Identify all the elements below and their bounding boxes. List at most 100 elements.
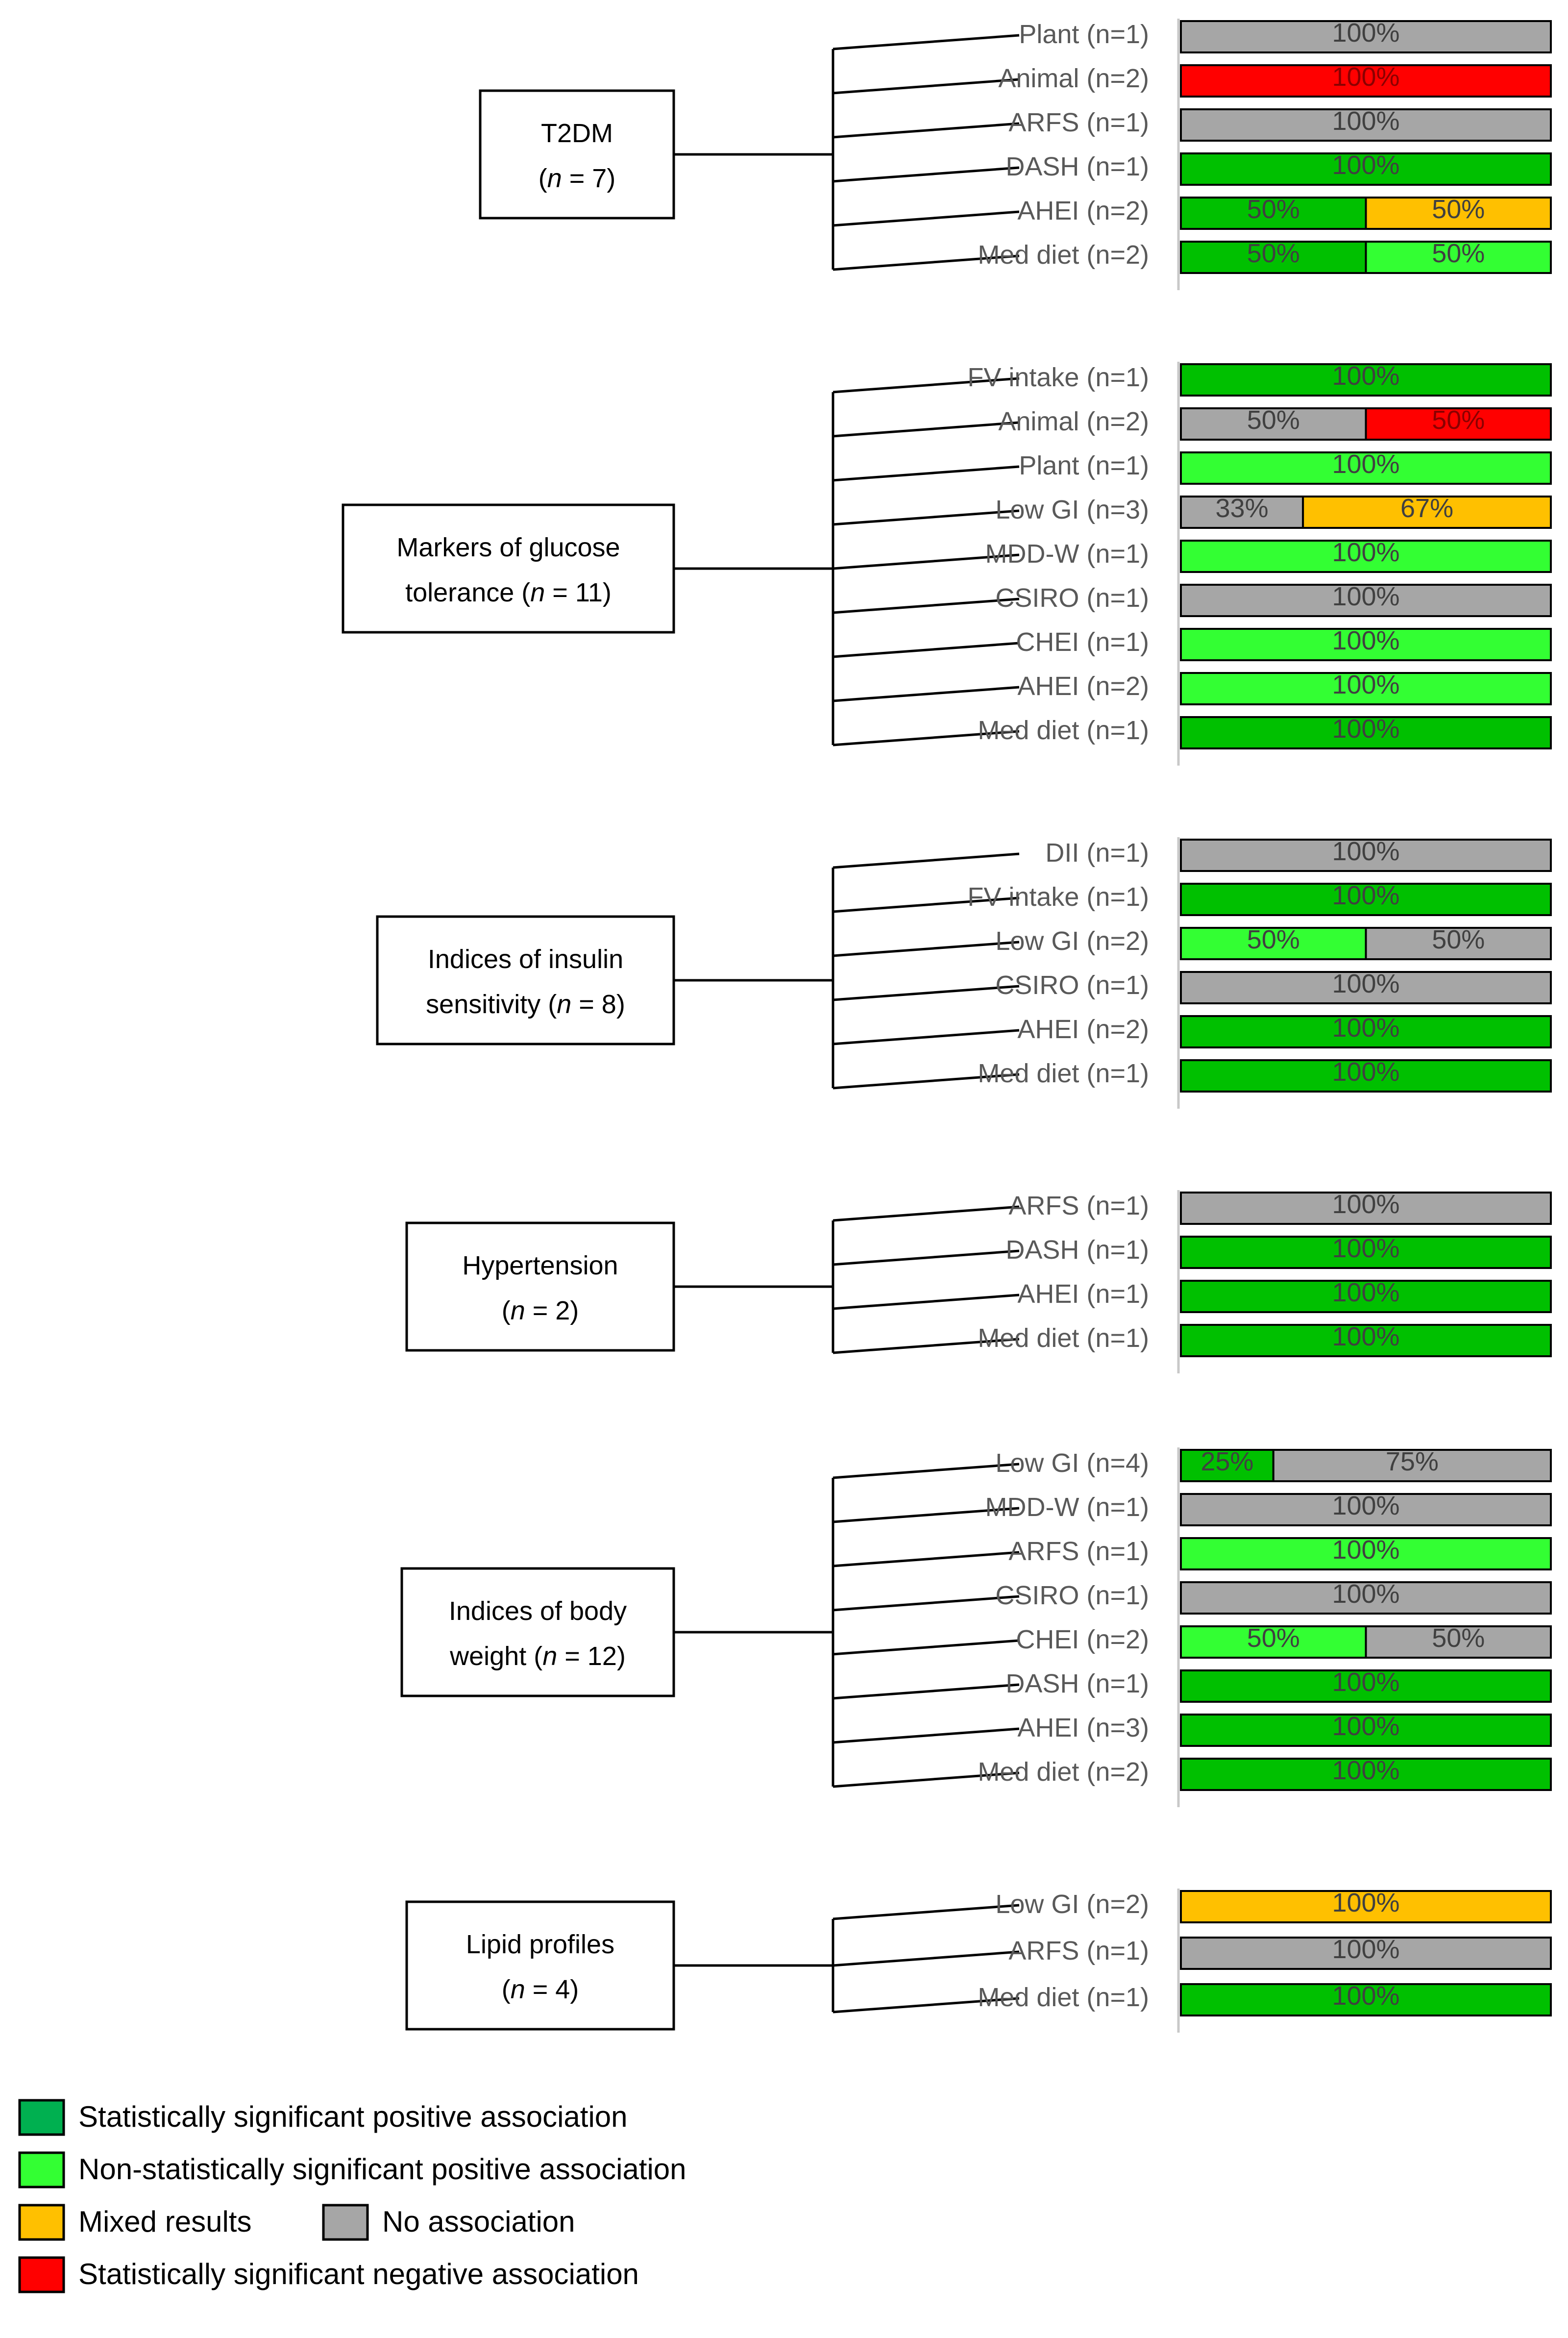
diet-label: CSIRO (n=1) bbox=[995, 583, 1149, 613]
outcome-box bbox=[342, 503, 675, 634]
branch-line bbox=[833, 1249, 1020, 1266]
bar-segment bbox=[1180, 1236, 1552, 1269]
outcome-label: tolerance (n = 11) bbox=[405, 578, 612, 607]
outcome-label: Markers of glucose bbox=[396, 533, 620, 562]
segment-label: 100% bbox=[1332, 969, 1399, 998]
diet-row: AHEI (n=1)100% bbox=[833, 1278, 1552, 1313]
segment-label: 100% bbox=[1332, 106, 1399, 136]
bar-segment bbox=[1180, 927, 1367, 960]
bar-segment bbox=[1180, 451, 1552, 485]
outcome-box bbox=[405, 1900, 675, 2031]
branch-line bbox=[833, 1771, 1020, 1788]
outcome-label: Lipid profiles bbox=[466, 1930, 614, 1959]
segment-label: 100% bbox=[1332, 538, 1399, 567]
bar-segment bbox=[1272, 1449, 1552, 1482]
diet-label: Low GI (n=4) bbox=[995, 1448, 1149, 1478]
segment-label: 100% bbox=[1332, 1322, 1399, 1351]
diet-label: ARFS (n=1) bbox=[1008, 1537, 1149, 1566]
legend-label: Statistically significant positive assoc… bbox=[78, 2100, 628, 2133]
segment-label: 100% bbox=[1332, 1190, 1399, 1219]
segment-label: 100% bbox=[1332, 18, 1399, 48]
legend-label: Mixed results bbox=[78, 2205, 251, 2238]
diet-label: CHEI (n=1) bbox=[1016, 627, 1149, 657]
branch-line bbox=[833, 1293, 1020, 1310]
diet-label: Low GI (n=2) bbox=[995, 1890, 1149, 1919]
outcome-box bbox=[376, 915, 675, 1045]
bar-segment bbox=[1180, 152, 1552, 186]
diet-label: AHEI (n=3) bbox=[1017, 1713, 1149, 1742]
segment-label: 100% bbox=[1332, 881, 1399, 910]
segment-label: 100% bbox=[1332, 1667, 1399, 1697]
branch-line bbox=[833, 122, 1020, 139]
bar-segment bbox=[1302, 496, 1552, 529]
branch-line bbox=[833, 1639, 1020, 1656]
bar-segment bbox=[1365, 407, 1552, 441]
legend-swatch bbox=[18, 2204, 65, 2241]
outcome-label: weight (n = 12) bbox=[449, 1642, 626, 1671]
branch-line bbox=[833, 985, 1020, 1001]
diet-label: Med diet (n=1) bbox=[978, 1059, 1149, 1088]
bar-segment bbox=[1180, 407, 1367, 441]
bar-segment bbox=[1180, 883, 1552, 916]
branch-line bbox=[833, 1727, 1020, 1744]
diet-label: AHEI (n=2) bbox=[1017, 672, 1149, 701]
diet-row: CHEI (n=2)50%50% bbox=[833, 1623, 1552, 1659]
branch-line bbox=[833, 553, 1020, 570]
diet-label: AHEI (n=2) bbox=[1017, 1015, 1149, 1044]
diet-label: Low GI (n=3) bbox=[995, 495, 1149, 524]
outcome-group: T2DM(n = 7)Plant (n=1)100%Animal (n=2)10… bbox=[479, 18, 1552, 274]
branch-line bbox=[833, 1463, 1020, 1479]
segment-label: 50% bbox=[1432, 405, 1485, 435]
bar-segment bbox=[1180, 1493, 1552, 1526]
diet-row: DASH (n=1)100% bbox=[833, 1234, 1552, 1269]
branch-line bbox=[833, 1904, 1020, 1920]
diet-label: CSIRO (n=1) bbox=[995, 1581, 1149, 1610]
legend: Statistically significant positive assoc… bbox=[18, 2099, 686, 2293]
branch-line bbox=[833, 1338, 1020, 1354]
diet-row: AHEI (n=2)100% bbox=[833, 1013, 1552, 1048]
branch-line bbox=[833, 941, 1020, 957]
diet-row: FV intake (n=1)100% bbox=[833, 881, 1552, 916]
legend-swatch bbox=[18, 2151, 65, 2189]
outcome-box bbox=[400, 1567, 675, 1697]
diet-row: MDD-W (n=1)100% bbox=[833, 1491, 1552, 1526]
bar-segment bbox=[1180, 1280, 1552, 1313]
diet-label: DASH (n=1) bbox=[1005, 1235, 1149, 1265]
outcome-label: (n = 4) bbox=[502, 1975, 579, 2004]
branch-line bbox=[833, 1950, 1020, 1967]
bar-segment bbox=[1365, 927, 1552, 960]
diet-label: DASH (n=1) bbox=[1005, 1669, 1149, 1698]
diet-label: MDD-W (n=1) bbox=[985, 539, 1150, 569]
diet-label: Animal (n=2) bbox=[998, 407, 1149, 436]
bar-segment bbox=[1180, 363, 1552, 397]
diet-row: CSIRO (n=1)100% bbox=[833, 582, 1552, 617]
diet-label: Med diet (n=1) bbox=[978, 1983, 1149, 2012]
outcome-label: T2DM bbox=[541, 119, 613, 148]
segment-label: 100% bbox=[1332, 714, 1399, 744]
diet-row: Low GI (n=2)50%50% bbox=[833, 925, 1552, 960]
legend-swatch bbox=[18, 2256, 65, 2293]
legend-label: Non-statistically significant positive a… bbox=[78, 2153, 686, 2186]
branch-line bbox=[833, 852, 1020, 869]
diet-row: Med diet (n=2)100% bbox=[833, 1756, 1552, 1791]
diet-label: ARFS (n=1) bbox=[1008, 108, 1149, 137]
outcome-label: Indices of insulin bbox=[428, 945, 623, 974]
diet-row: Med diet (n=1)100% bbox=[833, 1981, 1552, 2016]
diet-label: CHEI (n=2) bbox=[1016, 1625, 1149, 1654]
diet-label: Animal (n=2) bbox=[998, 64, 1149, 93]
bar-segment bbox=[1180, 20, 1552, 53]
bar-segment bbox=[1180, 584, 1552, 617]
diet-label: Med diet (n=2) bbox=[978, 240, 1149, 270]
branch-line bbox=[833, 166, 1020, 183]
branch-line bbox=[833, 1029, 1020, 1045]
diet-label: ARFS (n=1) bbox=[1008, 1936, 1149, 1965]
diet-row: Plant (n=1)100% bbox=[833, 449, 1552, 485]
branch-line bbox=[833, 377, 1020, 394]
branch-line bbox=[833, 254, 1020, 271]
diet-row: Med diet (n=1)100% bbox=[833, 714, 1552, 749]
diet-row: AHEI (n=2)100% bbox=[833, 670, 1552, 705]
branch-line bbox=[833, 1595, 1020, 1612]
bar-segment bbox=[1180, 1324, 1552, 1357]
